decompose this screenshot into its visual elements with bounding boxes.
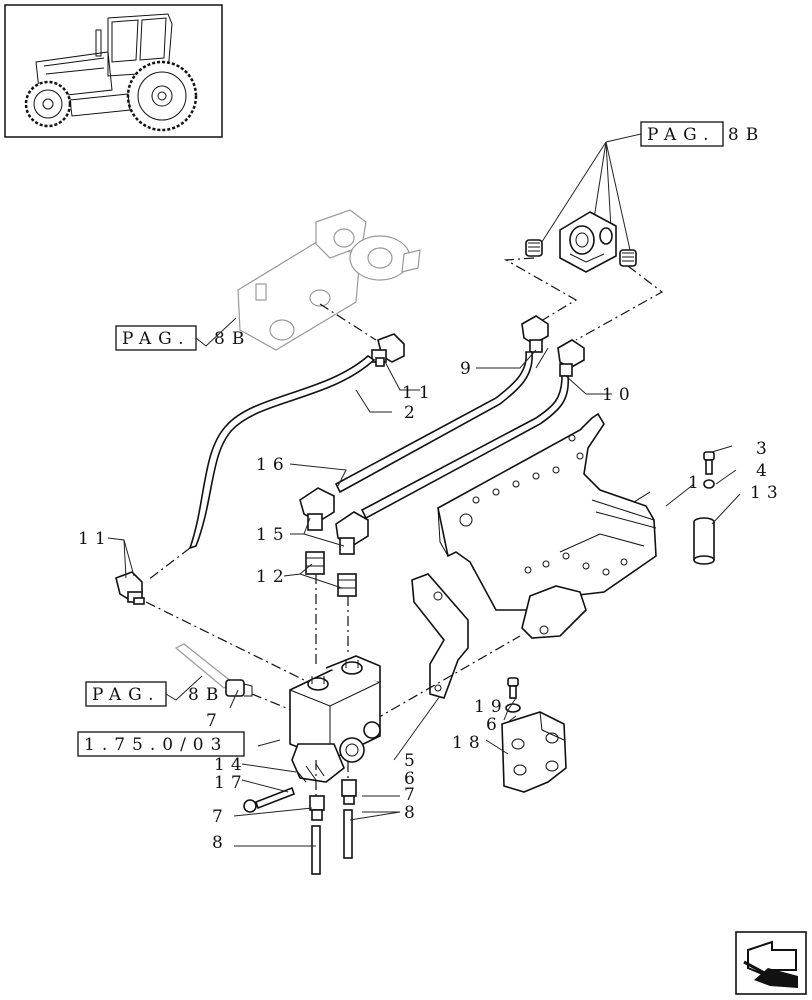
label-9: 9 xyxy=(460,359,477,379)
elbow-fitting-15-upper xyxy=(299,487,335,531)
tube-8-right xyxy=(343,809,353,859)
dash-ghost-to-fitting xyxy=(319,303,377,341)
plate-bracket-18 xyxy=(501,711,567,793)
washer-4 xyxy=(703,479,715,489)
ref-pag-lower-suffix: 8B xyxy=(188,685,225,705)
dash-path-top-right xyxy=(575,265,664,341)
dash-sensor-to-valve xyxy=(251,693,297,713)
bolt-3 xyxy=(703,451,715,475)
label-10: 10 xyxy=(602,385,636,405)
sensor-7-left xyxy=(225,679,253,697)
ghost-valve-assembly xyxy=(237,209,421,351)
next-page-arrow-icon[interactable] xyxy=(735,931,807,995)
solenoid-valve-block xyxy=(289,655,381,783)
label-11-left: 11 xyxy=(78,529,112,549)
dash-valve-to-bracket xyxy=(373,635,521,721)
label-4: 4 xyxy=(756,461,773,481)
label-14: 14 xyxy=(214,755,248,775)
fitting-7-lower-left xyxy=(309,795,325,821)
label-7-upper: 7 xyxy=(206,711,223,731)
label-17: 17 xyxy=(214,773,248,793)
ref-top-leaders xyxy=(537,133,642,251)
label-12: 12 xyxy=(256,567,290,587)
label-7-lower: 7 xyxy=(212,807,229,827)
arm-bracket-5 xyxy=(411,573,469,699)
elbow-fitting-11-top xyxy=(371,333,405,367)
group-reference-box[interactable]: 1.75.0/03 xyxy=(77,731,245,757)
ref-pag-lower-text: PAG. xyxy=(92,685,161,705)
reference-box-lower[interactable]: PAG. 8B xyxy=(85,681,225,707)
reference-box-top[interactable]: PAG. 8B xyxy=(640,121,765,147)
mounting-bracket-1 xyxy=(437,412,657,639)
ref-pag-top-text: PAG. 8B xyxy=(647,125,765,145)
elbow-fitting-11-left xyxy=(115,571,145,605)
hose-16 xyxy=(334,351,533,494)
ref-pag-left-text: PAG. xyxy=(122,329,191,349)
label-16: 16 xyxy=(256,455,290,475)
label-8-right: 8 xyxy=(404,803,421,823)
ref-pag-left-suffix: 8B xyxy=(214,329,251,349)
label-8-left: 8 xyxy=(212,833,229,853)
dash-path-top-left xyxy=(503,257,578,331)
adapter-12-left xyxy=(305,551,325,575)
part-labels: 11 2 9 10 16 15 12 11 1 3 4 13 7 14 17 7… xyxy=(78,359,784,853)
bolt-19 xyxy=(507,677,519,699)
label-6-lower: 6 xyxy=(404,769,421,789)
label-1: 1 xyxy=(688,473,705,493)
label-18: 18 xyxy=(452,733,486,753)
dash-hose2-to-fitting11 xyxy=(147,547,191,581)
label-6-right: 6 xyxy=(486,715,503,735)
adapter-12-right xyxy=(337,573,357,597)
elbow-fitting-10 xyxy=(557,339,585,377)
tractor-thumbnail-icon xyxy=(4,4,223,138)
screw-17 xyxy=(243,786,295,813)
label-7-right: 7 xyxy=(404,785,421,805)
ghost-sensor xyxy=(174,643,233,689)
label-3: 3 xyxy=(756,439,773,459)
ref-lower-leader xyxy=(165,675,203,701)
group-reference-text: 1.75.0/03 xyxy=(84,735,228,755)
leader-lines xyxy=(107,347,741,847)
spacer-13 xyxy=(693,517,715,565)
label-19: 19 xyxy=(474,697,508,717)
reference-box-left[interactable]: PAG. 8B xyxy=(115,325,251,351)
washer-6 xyxy=(505,703,521,713)
label-15: 15 xyxy=(256,525,290,545)
control-valve-upper-right xyxy=(525,211,637,273)
label-2: 2 xyxy=(404,403,421,423)
elbow-fitting-15-lower xyxy=(335,511,369,555)
hose-10 xyxy=(360,375,569,520)
dash-fitting11-to-valve xyxy=(145,601,305,681)
elbow-fitting-9 xyxy=(521,315,549,353)
label-11-top: 11 xyxy=(402,383,436,403)
label-13: 13 xyxy=(750,483,784,503)
label-5: 5 xyxy=(404,751,421,771)
fitting-7-lower-right xyxy=(341,779,357,805)
ref-left-leader xyxy=(195,317,237,347)
tube-8-left xyxy=(311,825,321,875)
